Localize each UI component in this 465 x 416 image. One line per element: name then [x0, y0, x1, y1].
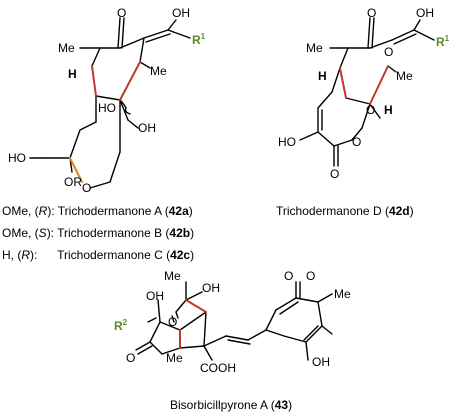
structure-1-labels: O OH Me R1 H Me HO OH HO O OR [8, 6, 206, 195]
caption-43: Bisorbicillpyrone A (43) [170, 398, 292, 412]
structure-2-labels: O OH Me O R1 H Me O H HO O O [278, 6, 450, 181]
caption-suffix: ) [409, 204, 414, 218]
atom-label: Me [150, 64, 167, 78]
caption-code: 42c [170, 248, 191, 262]
atom-label: OR [64, 175, 82, 189]
caption-prefix: H, ( [2, 248, 22, 262]
atom-label: O [366, 103, 375, 117]
atom-label: Me [396, 69, 413, 83]
structure-bisorbicillpyrone-a [135, 281, 333, 361]
caption-suffix: ) [190, 226, 195, 240]
r-group-label: R1 [192, 32, 206, 47]
caption-code: 42a [168, 204, 189, 218]
caption-code: 43 [274, 398, 289, 412]
caption-42a: OMe, (R): Trichodermanone A (42a) [2, 204, 193, 218]
atom-label: O [126, 351, 135, 365]
atom-label: HO [8, 151, 26, 165]
r-group-label: R1 [436, 34, 450, 49]
caption-name: Bisorbicillpyrone A ( [170, 398, 275, 412]
caption-name: Trichodermanone D ( [276, 204, 389, 218]
atom-label: HO [98, 101, 116, 115]
structure-3-labels: Me OH OH O O O Me R2 O Me COOH OH [114, 269, 351, 375]
caption-code: 42d [388, 204, 410, 218]
atom-label: COOH [200, 361, 236, 375]
atom-label: O [352, 135, 361, 149]
structure-1-highlight [69, 61, 141, 183]
caption-mid: ): Trichodermanone B ( [46, 226, 170, 240]
caption-mid: ): Trichodermanone C ( [30, 248, 171, 262]
caption-suffix: ) [188, 204, 193, 218]
caption-prefix: OMe, ( [2, 204, 39, 218]
atom-label: OH [146, 289, 164, 303]
atom-label: O [284, 269, 293, 283]
caption-42c: H, (R): Trichodermanone C (42c) [2, 248, 194, 262]
caption-stereo: S [38, 226, 47, 240]
atom-label: Me [164, 269, 181, 283]
r-group-label: R2 [114, 318, 128, 333]
atom-label: O [117, 6, 126, 20]
atom-label: Me [306, 41, 323, 55]
caption-stereo: R [21, 248, 31, 262]
atom-label: OH [138, 121, 156, 135]
caption-42d: Trichodermanone D (42d) [276, 204, 414, 218]
caption-stereo: R [38, 204, 48, 218]
atom-label: O [82, 181, 91, 195]
caption-suffix: ) [190, 248, 195, 262]
atom-label: O [384, 45, 393, 59]
caption-mid: ): Trichodermanone A ( [47, 204, 169, 218]
structure-trichodermanone-d [299, 17, 435, 167]
caption-code: 42b [169, 226, 191, 240]
atom-label: Me [58, 41, 75, 55]
structure-2-highlight [339, 65, 389, 105]
caption-prefix: OMe, ( [2, 226, 39, 240]
atom-label: OH [202, 281, 220, 295]
atom-label: O [168, 315, 177, 329]
atom-label: H [384, 103, 393, 117]
atom-label: OH [172, 6, 190, 20]
atom-label: Me [166, 351, 183, 365]
structure-3-highlight [179, 299, 207, 349]
atom-label: Me [334, 287, 351, 301]
atom-label: OH [312, 355, 330, 369]
atom-label: HO [278, 135, 296, 149]
atom-label: O [367, 6, 376, 20]
caption-42b: OMe, (S): Trichodermanone B (42b) [2, 226, 194, 240]
atom-label: O [306, 269, 315, 283]
atom-label: H [68, 67, 77, 81]
atom-label: H [318, 69, 327, 83]
atom-label: O [330, 167, 339, 181]
caption-suffix: ) [288, 398, 293, 412]
atom-label: OH [416, 6, 434, 20]
